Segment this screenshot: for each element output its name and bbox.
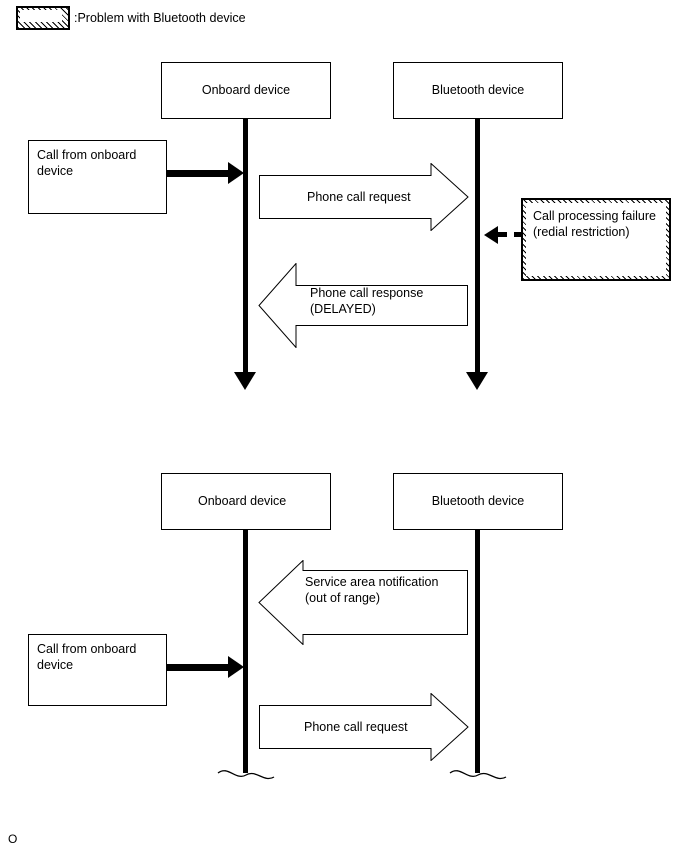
d1-onboard-lifeline-arrowhead xyxy=(234,372,256,390)
d1-call-processing-failure-line2: (redial restriction) xyxy=(533,225,630,239)
d1-call-from-onboard-box: Call from onboard device xyxy=(28,140,167,214)
d2-service-area-notification-arrow: Service area notification (out of range) xyxy=(258,560,468,645)
d1-phone-call-request-arrow: Phone call request xyxy=(259,163,469,231)
d1-bluetooth-device-label: Bluetooth device xyxy=(431,83,525,97)
d1-phone-call-response-line2: (DELAYED) xyxy=(310,302,376,316)
d2-onboard-device-box: Onboard device xyxy=(161,473,331,530)
d1-onboard-device-box: Onboard device xyxy=(161,62,331,119)
d2-bluetooth-lifeline-break xyxy=(448,765,508,789)
d2-call-arrow-line xyxy=(167,664,229,671)
d1-call-processing-failure-line1: Call processing failure xyxy=(533,209,656,223)
d1-bluetooth-lifeline xyxy=(475,119,480,376)
d1-call-arrow-head xyxy=(228,162,244,184)
d2-onboard-device-label: Onboard device xyxy=(198,494,287,508)
d1-call-arrow-line xyxy=(167,170,229,177)
d1-bluetooth-lifeline-arrowhead xyxy=(466,372,488,390)
legend-hatch-box xyxy=(16,6,70,30)
d2-call-from-onboard-label: Call from onboard device xyxy=(37,642,137,672)
d1-onboard-device-label: Onboard device xyxy=(201,83,291,97)
d1-call-processing-failure-inner: Call processing failure (redial restrict… xyxy=(526,203,666,276)
d1-failure-dashed-arrowhead xyxy=(484,226,498,244)
d1-phone-call-response-arrow: Phone call response (DELAYED) xyxy=(258,263,468,348)
d1-bluetooth-device-box: Bluetooth device xyxy=(393,62,563,119)
d2-service-area-notification-label: Service area notification (out of range) xyxy=(305,575,439,605)
d1-phone-call-request-label: Phone call request xyxy=(307,190,411,204)
d1-failure-dashed-line xyxy=(498,232,525,237)
d1-call-from-onboard-label: Call from onboard device xyxy=(37,148,137,178)
d1-phone-call-response-line1: Phone call response xyxy=(310,286,424,300)
d2-onboard-lifeline-break xyxy=(216,765,276,789)
d1-call-processing-failure-box: Call processing failure (redial restrict… xyxy=(521,198,671,281)
d2-phone-call-request-label: Phone call request xyxy=(304,720,408,734)
d2-phone-call-request-arrow: Phone call request xyxy=(259,693,469,761)
legend-swatch xyxy=(16,6,70,30)
d2-bluetooth-lifeline xyxy=(475,530,480,773)
legend-label: :Problem with Bluetooth device xyxy=(74,11,246,25)
d2-call-from-onboard-box: Call from onboard device xyxy=(28,634,167,706)
d2-onboard-lifeline xyxy=(243,530,248,773)
d1-onboard-lifeline xyxy=(243,119,248,376)
legend-hatch-inner xyxy=(20,10,62,22)
d2-bluetooth-device-label: Bluetooth device xyxy=(431,494,525,508)
d2-bluetooth-device-box: Bluetooth device xyxy=(393,473,563,530)
d2-call-arrow-head xyxy=(228,656,244,678)
footer-text: O xyxy=(8,832,18,846)
